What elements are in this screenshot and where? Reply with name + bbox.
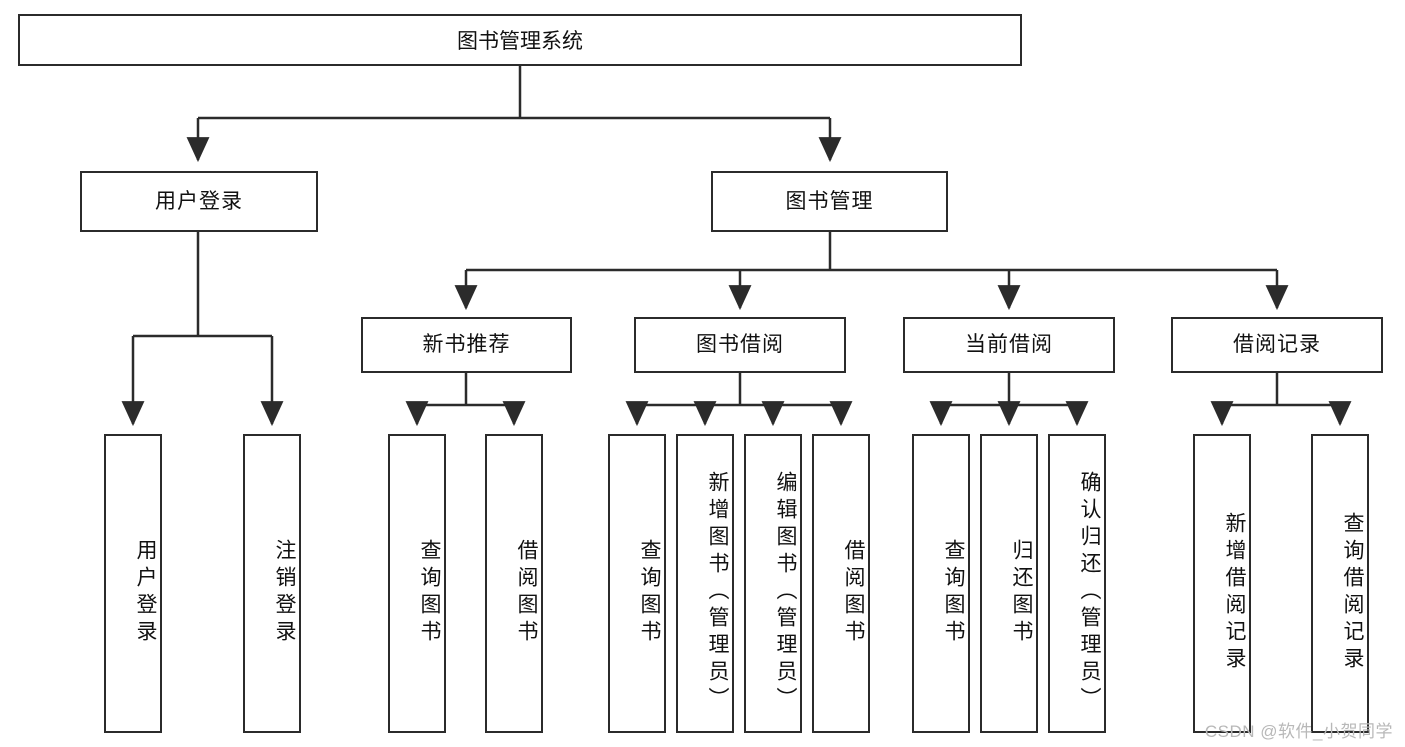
leaf-label: 查询图书: [418, 538, 441, 647]
leaf-label: 查询借阅记录: [1341, 511, 1364, 674]
leaf-book-borrow-edit[interactable]: 编辑图书（管理员）: [744, 434, 802, 733]
leaf-label: 借阅图书: [515, 538, 538, 647]
leaf-borrow-record-add[interactable]: 新增借阅记录: [1193, 434, 1251, 733]
leaf-current-borrow-confirm[interactable]: 确认归还（管理员）: [1048, 434, 1106, 733]
leaf-user-login-login[interactable]: 用户登录: [104, 434, 162, 733]
node-root-label: 图书管理系统: [457, 30, 583, 53]
leaf-current-borrow-query[interactable]: 查询图书: [912, 434, 970, 733]
node-book-management-label: 图书管理: [785, 189, 874, 213]
node-root[interactable]: 图书管理系统: [18, 14, 1022, 66]
leaf-label: 新增借阅记录: [1223, 511, 1246, 674]
leaf-label: 确认归还（管理员）: [1078, 471, 1101, 714]
leaf-borrow-record-query[interactable]: 查询借阅记录: [1311, 434, 1369, 733]
node-book-borrow-label: 图书借阅: [696, 333, 784, 357]
leaf-label: 查询图书: [942, 538, 965, 647]
node-book-borrow[interactable]: 图书借阅: [634, 317, 846, 373]
node-borrow-record[interactable]: 借阅记录: [1171, 317, 1383, 373]
leaf-label: 查询图书: [638, 538, 661, 647]
node-new-book-recommend-label: 新书推荐: [422, 333, 511, 357]
node-book-management[interactable]: 图书管理: [711, 171, 948, 232]
leaf-book-borrow-borrow[interactable]: 借阅图书: [812, 434, 870, 733]
leaf-new-book-borrow[interactable]: 借阅图书: [485, 434, 543, 733]
leaf-user-login-logout[interactable]: 注销登录: [243, 434, 301, 733]
leaf-label: 用户登录: [134, 538, 157, 647]
node-new-book-recommend[interactable]: 新书推荐: [361, 317, 572, 373]
leaf-label: 借阅图书: [842, 538, 865, 647]
leaf-label: 新增图书（管理员）: [706, 471, 729, 714]
leaf-current-borrow-return[interactable]: 归还图书: [980, 434, 1038, 733]
csdn-watermark: CSDN @软件_小贺同学: [1204, 722, 1393, 741]
node-user-login[interactable]: 用户登录: [80, 171, 318, 232]
node-current-borrow-label: 当前借阅: [965, 333, 1053, 357]
leaf-label: 编辑图书（管理员）: [774, 471, 797, 714]
leaf-book-borrow-query[interactable]: 查询图书: [608, 434, 666, 733]
leaf-new-book-query[interactable]: 查询图书: [388, 434, 446, 733]
leaf-label: 归还图书: [1010, 538, 1033, 647]
node-borrow-record-label: 借阅记录: [1233, 333, 1321, 357]
node-current-borrow[interactable]: 当前借阅: [903, 317, 1115, 373]
leaf-book-borrow-add[interactable]: 新增图书（管理员）: [676, 434, 734, 733]
leaf-label: 注销登录: [273, 538, 296, 647]
node-user-login-label: 用户登录: [155, 189, 243, 213]
